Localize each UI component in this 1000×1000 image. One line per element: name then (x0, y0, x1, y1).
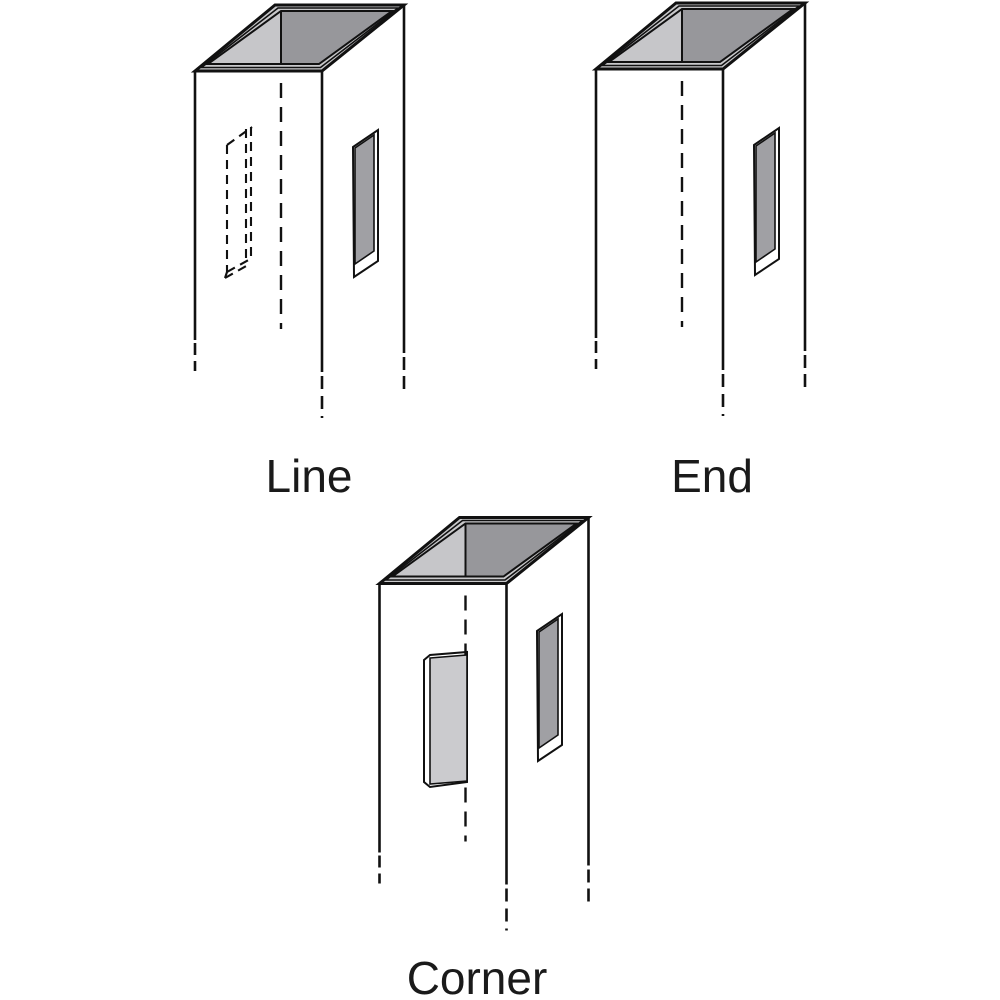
left-slot-outline (423, 650, 468, 789)
corner-post-label: Corner (407, 952, 548, 1000)
corner-post (378, 516, 590, 932)
line-post (193, 3, 406, 420)
end-post (594, 1, 807, 418)
left-slot-face (429, 654, 468, 785)
line-post-label: Line (266, 450, 353, 502)
corner-post-left-slot (423, 650, 468, 789)
end-post-label: End (671, 450, 753, 502)
line-post-hidden-slot (224, 126, 253, 279)
